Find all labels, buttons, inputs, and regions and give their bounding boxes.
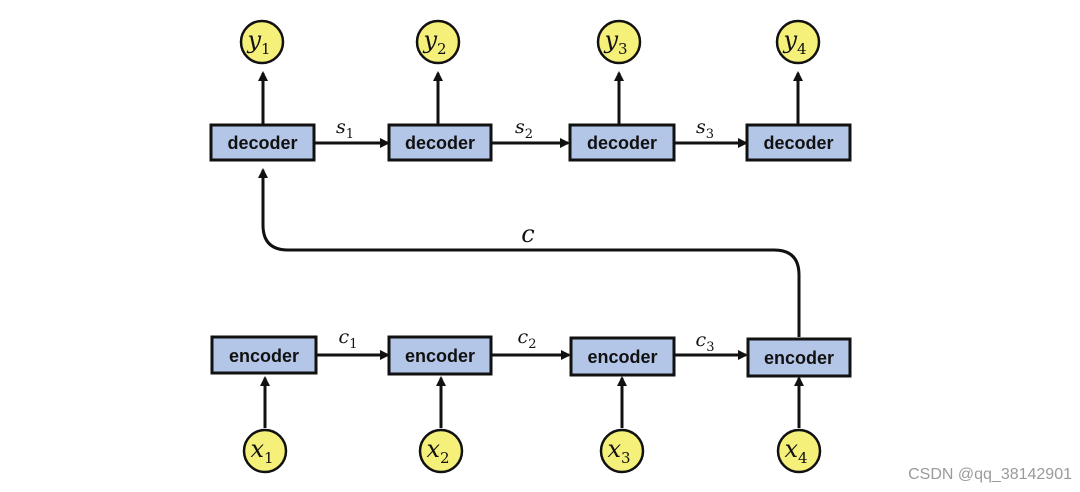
encoder-label-4: encoder bbox=[764, 348, 834, 368]
decoder-label-2: decoder bbox=[405, 133, 475, 153]
decoder-state-s2: s2 bbox=[515, 116, 533, 142]
encoder-label-3: encoder bbox=[587, 347, 657, 367]
decoder-label-1: decoder bbox=[227, 133, 297, 153]
decoder-state-labels: s1 s2 s3 bbox=[336, 116, 714, 142]
encoder-box-2: encoder bbox=[387, 335, 493, 376]
svg-text:y4: y4 bbox=[782, 26, 806, 58]
decoder-box-3: decoder bbox=[568, 123, 676, 162]
input-symbol-1: x bbox=[250, 435, 264, 463]
output-subscript-3: 3 bbox=[618, 40, 628, 58]
output-symbol-4: y bbox=[782, 26, 797, 54]
input-node-x1: x1 bbox=[242, 428, 288, 474]
encoder-label-2: encoder bbox=[405, 346, 475, 366]
input-node-x2: x2 bbox=[418, 428, 464, 474]
watermark-text: CSDN @qq_38142901 bbox=[908, 466, 1072, 483]
svg-text:y2: y2 bbox=[422, 26, 446, 58]
svg-text:y3: y3 bbox=[603, 26, 627, 58]
encoder-state-labels: c1 c2 c3 bbox=[339, 326, 715, 355]
encoder-state-c1: c1 bbox=[339, 326, 358, 352]
input-nodes: x1 x2 x3 x4 bbox=[242, 428, 822, 474]
decoder-row: decoder decoder decoder decoder bbox=[209, 123, 852, 162]
decoder-label-3: decoder bbox=[587, 133, 657, 153]
output-subscript-1: 1 bbox=[261, 40, 271, 58]
encoder-box-3: encoder bbox=[569, 336, 676, 377]
decoder-box-1: decoder bbox=[209, 123, 316, 162]
decoder-label-4: decoder bbox=[763, 133, 833, 153]
input-symbol-3: x bbox=[607, 435, 621, 463]
input-symbol-4: x bbox=[784, 435, 798, 463]
encoder-box-1: encoder bbox=[210, 335, 318, 375]
decoder-state-s1: s1 bbox=[336, 116, 354, 142]
output-node-y4: y4 bbox=[775, 19, 821, 65]
input-subscript-4: 4 bbox=[798, 449, 808, 467]
input-subscript-3: 3 bbox=[621, 449, 631, 467]
context-label: c bbox=[521, 220, 534, 248]
encoder-state-c2: c2 bbox=[518, 326, 537, 352]
output-symbol-1: y bbox=[246, 26, 261, 54]
svg-text:x1: x1 bbox=[250, 435, 273, 467]
svg-text:x3: x3 bbox=[607, 435, 630, 467]
output-nodes: y1 y2 y3 y4 bbox=[239, 19, 821, 65]
decoder-state-s3: s3 bbox=[696, 116, 714, 142]
svg-text:y1: y1 bbox=[246, 26, 270, 58]
svg-text:x2: x2 bbox=[426, 435, 449, 467]
decoder-box-4: decoder bbox=[745, 123, 852, 162]
output-arrows bbox=[258, 71, 803, 124]
encoder-state-c3: c3 bbox=[696, 329, 715, 355]
encoder-label-1: encoder bbox=[229, 346, 299, 366]
input-arrows bbox=[260, 376, 804, 428]
input-symbol-2: x bbox=[426, 435, 440, 463]
output-subscript-2: 2 bbox=[437, 40, 447, 58]
encoder-row: encoder encoder encoder encoder bbox=[210, 335, 852, 378]
output-symbol-2: y bbox=[422, 26, 437, 54]
output-subscript-4: 4 bbox=[797, 40, 807, 58]
decoder-box-2: decoder bbox=[387, 123, 493, 162]
context-arrow bbox=[258, 168, 801, 337]
output-node-y1: y1 bbox=[239, 19, 285, 65]
svg-text:x4: x4 bbox=[784, 435, 807, 467]
input-node-x3: x3 bbox=[599, 428, 645, 474]
output-symbol-3: y bbox=[603, 26, 618, 54]
output-node-y2: y2 bbox=[415, 19, 461, 65]
encoder-box-4: encoder bbox=[746, 337, 852, 378]
input-subscript-2: 2 bbox=[440, 449, 450, 467]
output-node-y3: y3 bbox=[596, 19, 642, 65]
input-node-x4: x4 bbox=[776, 428, 822, 474]
input-subscript-1: 1 bbox=[264, 449, 274, 467]
